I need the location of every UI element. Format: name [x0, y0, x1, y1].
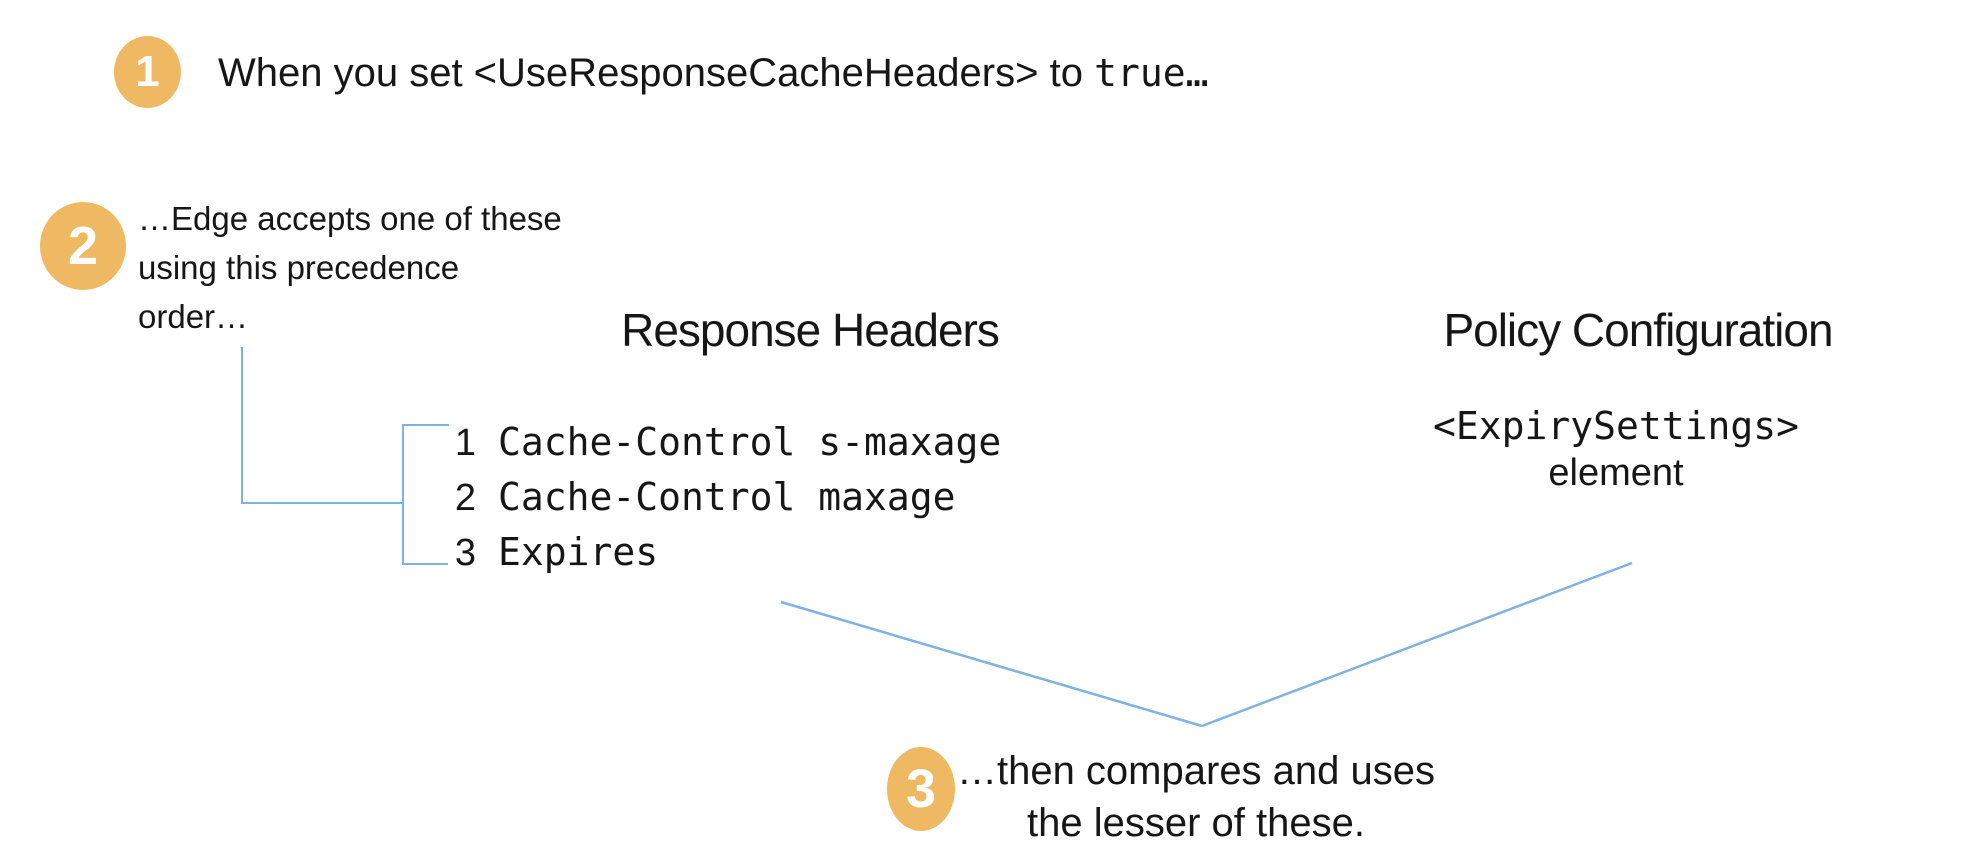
step-2-line-1: …Edge accepts one of these — [138, 200, 562, 237]
step-3-line-2: the lesser of these. — [1027, 801, 1365, 845]
step-1-text-code: true… — [1094, 51, 1209, 95]
policy-configuration-block: <ExpirySettings> element — [1386, 402, 1846, 496]
item-label: Expires — [498, 530, 659, 574]
bracket-vertical-line — [402, 424, 404, 565]
v-connector-left-line — [780, 600, 1203, 728]
step-2-line-3: order… — [138, 298, 249, 335]
step-1-text-prefix: When you set <UseResponseCacheHeaders> t… — [218, 51, 1095, 95]
response-headers-title: Response Headers — [621, 304, 1000, 356]
step-1-number: 1 — [135, 47, 160, 96]
bracket-top-tick — [402, 424, 449, 426]
step-2-number: 2 — [67, 216, 99, 276]
item-label: Cache-Control s-maxage — [498, 420, 1002, 464]
item-label: Cache-Control maxage — [498, 475, 956, 519]
step-3-text: …then compares and uses the lesser of th… — [946, 745, 1446, 849]
policy-configuration-title: Policy Configuration — [1443, 304, 1833, 356]
item-rank: 1 — [454, 422, 476, 464]
bracket-bottom-tick — [402, 563, 448, 565]
item-rank: 3 — [454, 532, 476, 574]
step-2-text: …Edge accepts one of these using this pr… — [138, 194, 562, 341]
list-item: 2 Cache-Control maxage — [450, 475, 956, 520]
expiry-settings-caption: element — [1548, 452, 1684, 494]
connector-horizontal-line — [241, 502, 403, 504]
step-3-badge: 3 — [887, 747, 955, 831]
step-2-badge: 2 — [40, 202, 126, 290]
step-3-number: 3 — [905, 759, 937, 819]
list-item: 3 Expires — [450, 530, 658, 575]
v-connector-right-line — [1201, 561, 1633, 728]
expiry-settings-code: <ExpirySettings> — [1432, 404, 1800, 448]
list-item: 1 Cache-Control s-maxage — [450, 420, 1001, 465]
step-1-badge: 1 — [114, 36, 181, 108]
step-1-text: When you set <UseResponseCacheHeaders> t… — [218, 51, 1208, 95]
step-2-line-2: using this precedence — [138, 249, 460, 286]
item-rank: 2 — [454, 477, 476, 519]
step-3-line-1: …then compares and uses — [956, 749, 1436, 793]
connector-drop-line — [241, 347, 243, 504]
